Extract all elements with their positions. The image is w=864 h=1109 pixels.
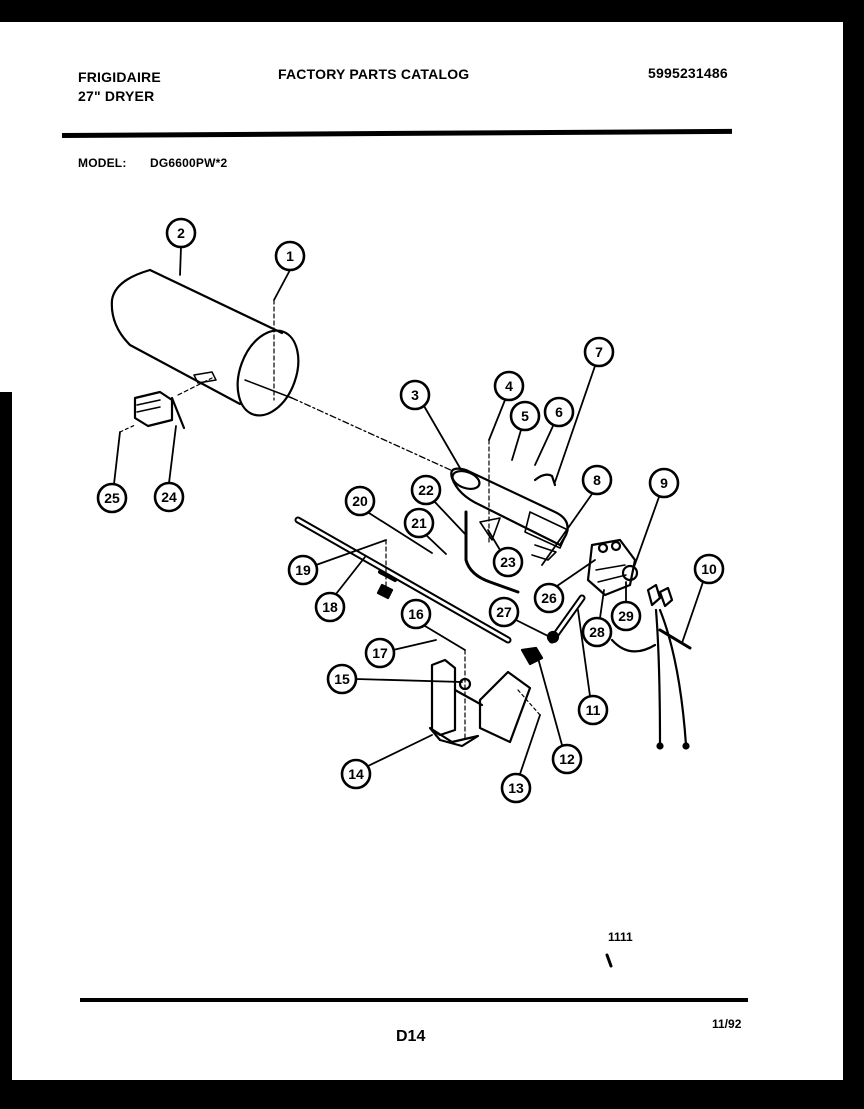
callout-11: 11	[577, 694, 609, 726]
svg-text:14: 14	[348, 766, 364, 782]
mounting-bracket-part	[428, 649, 541, 748]
svg-text:26: 26	[541, 590, 557, 606]
leader-lines	[113, 246, 704, 775]
svg-text:23: 23	[500, 554, 516, 570]
pipe-nipple-part	[546, 594, 586, 644]
svg-text:7: 7	[595, 344, 603, 360]
illustration-code: 1111	[608, 930, 633, 944]
callout-22: 22	[410, 474, 442, 506]
svg-text:27: 27	[496, 604, 512, 620]
callout-12: 12	[551, 743, 583, 775]
catalog-page	[0, 22, 843, 1080]
gas-valve-part	[586, 538, 639, 597]
svg-text:6: 6	[555, 404, 563, 420]
callout-18: 18	[314, 591, 346, 623]
model-value: DG6600PW*2	[150, 156, 228, 170]
drum-part	[110, 268, 300, 417]
callout-16: 16	[400, 598, 432, 630]
callout-15: 15	[326, 663, 358, 695]
callout-3: 3	[399, 379, 431, 411]
svg-text:11: 11	[586, 702, 601, 718]
catalog-title: FACTORY PARTS CATALOG	[278, 66, 470, 82]
svg-text:10: 10	[701, 561, 717, 577]
model-label: MODEL:	[78, 156, 127, 170]
brand-name: FRIGIDAIRE	[78, 69, 161, 85]
callout-10: 10	[693, 553, 725, 585]
svg-text:5: 5	[521, 408, 529, 424]
svg-text:13: 13	[508, 780, 524, 796]
svg-text:28: 28	[589, 624, 605, 640]
callout-1: 1	[274, 240, 306, 272]
svg-text:12: 12	[559, 751, 575, 767]
svg-text:1: 1	[286, 248, 294, 264]
callout-6: 6	[543, 396, 575, 428]
callout-24: 24	[153, 481, 185, 513]
callout-23: 23	[492, 546, 524, 578]
callout-29: 29	[610, 600, 642, 632]
scan-border	[0, 392, 12, 1092]
svg-text:24: 24	[161, 489, 177, 505]
callout-13: 13	[500, 772, 532, 804]
footer-divider	[80, 998, 748, 1002]
svg-text:20: 20	[352, 493, 368, 509]
callout-7: 7	[583, 336, 615, 368]
product-name: 27" DRYER	[78, 88, 155, 104]
catalog-number: 5995231486	[648, 65, 728, 81]
callout-17: 17	[364, 637, 396, 669]
callout-27: 27	[488, 596, 520, 628]
svg-text:16: 16	[408, 606, 424, 622]
flame-sensor-part	[119, 377, 213, 433]
wire-harness-part	[610, 583, 692, 750]
svg-text:17: 17	[372, 645, 388, 661]
svg-text:8: 8	[593, 472, 601, 488]
burner-assembly	[450, 439, 569, 594]
orifice-part	[520, 646, 544, 666]
svg-text:18: 18	[322, 599, 338, 615]
burner-tube-part	[294, 516, 512, 644]
svg-text:25: 25	[104, 490, 120, 506]
callout-9: 9	[648, 467, 680, 499]
callout-26: 26	[533, 582, 565, 614]
svg-text:22: 22	[418, 482, 434, 498]
svg-text:9: 9	[660, 475, 668, 491]
revision-date: 11/92	[712, 1017, 742, 1031]
svg-text:4: 4	[505, 378, 513, 394]
svg-text:21: 21	[411, 515, 427, 531]
svg-text:2: 2	[177, 225, 185, 241]
callout-20: 20	[344, 485, 376, 517]
svg-text:29: 29	[618, 608, 634, 624]
callout-25: 25	[96, 482, 128, 514]
callout-5: 5	[509, 400, 541, 432]
svg-text:3: 3	[411, 387, 419, 403]
callout-4: 4	[493, 370, 525, 402]
svg-text:15: 15	[334, 671, 350, 687]
callout-8: 8	[581, 464, 613, 496]
callout-14: 14	[340, 758, 372, 790]
page-id: D14	[396, 1028, 426, 1045]
callout-2: 2	[165, 217, 197, 249]
callout-21: 21	[403, 507, 435, 539]
callout-28: 28	[581, 616, 613, 648]
callout-19: 19	[287, 554, 319, 586]
svg-text:19: 19	[295, 562, 311, 578]
